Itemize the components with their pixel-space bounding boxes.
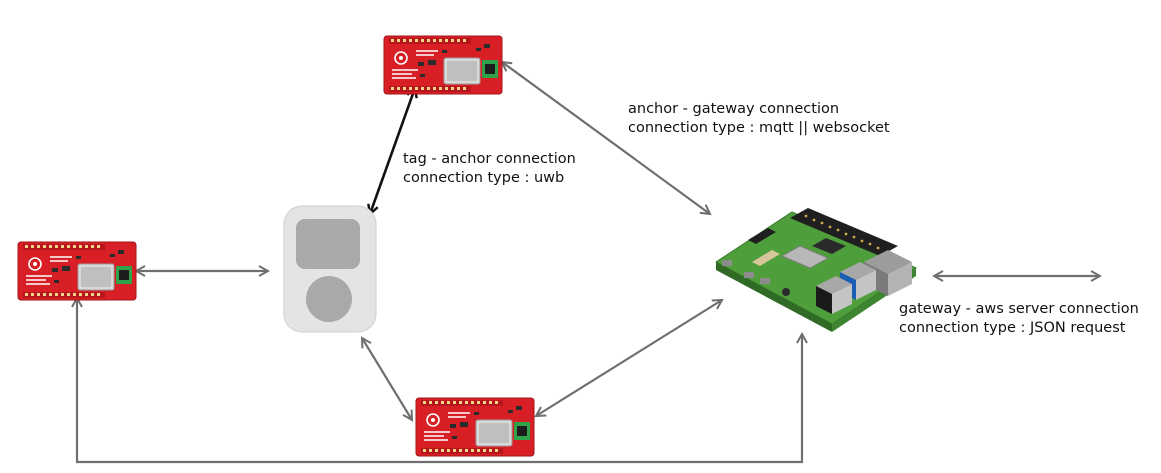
gateway-aws-label-line2: connection type : JSON request	[899, 320, 1126, 336]
anchor-gateway-arrow	[502, 62, 710, 214]
raspberry-pi-gateway	[715, 208, 918, 332]
anchor-gateway-label: anchor - gateway connection connection t…	[628, 100, 890, 138]
anchor-gateway-label-line1: anchor - gateway connection	[628, 101, 840, 117]
anchor-gateway-label-line2: connection type : mqtt || websocket	[628, 120, 890, 136]
tag-anchor-label: tag - anchor connection connection type …	[403, 150, 576, 188]
anchor-board-bottom	[415, 397, 535, 457]
tag-anchor-label-line2: connection type : uwb	[403, 170, 565, 186]
left-anchor-gateway-arrow	[77, 298, 802, 464]
anchor-board-top	[383, 35, 503, 95]
tag-anchor-label-line1: tag - anchor connection	[403, 151, 576, 167]
gateway-aws-label-line1: gateway - aws server connection	[899, 301, 1139, 317]
anchor-board-left	[17, 241, 137, 301]
connection-lines	[77, 62, 1100, 464]
tag-anchor-arrow	[370, 88, 415, 214]
tag-bottom-anchor-arrow	[362, 338, 412, 420]
bottom-anchor-gateway-arrow	[536, 300, 722, 416]
gateway-aws-label: gateway - aws server connection connecti…	[899, 300, 1139, 338]
uwb-tag	[283, 205, 377, 333]
